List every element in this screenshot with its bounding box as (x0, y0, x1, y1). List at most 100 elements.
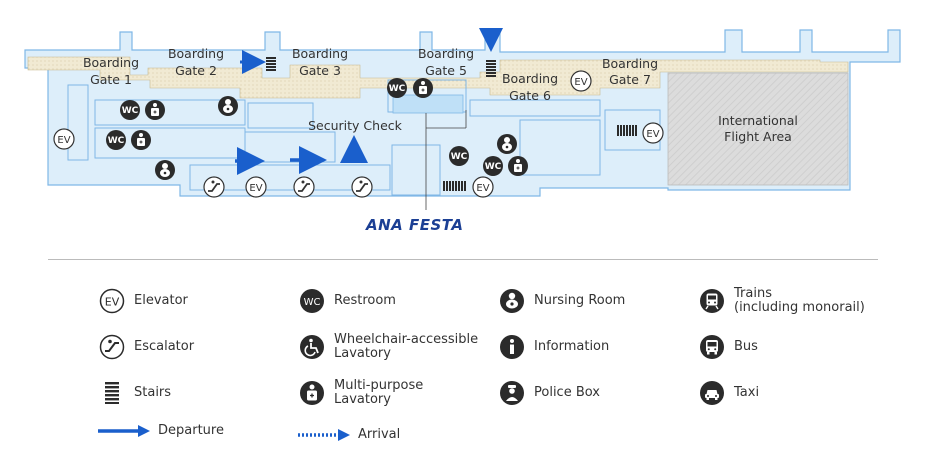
legend-information: Information (498, 333, 609, 361)
nursing-room-icon (497, 134, 517, 154)
stairs-icon (617, 125, 637, 136)
stairs-icons (266, 57, 637, 191)
room-partitions (67, 79, 661, 196)
escalator-icons (203, 176, 373, 198)
departure-arrow (98, 425, 150, 437)
stairs-icon (266, 57, 276, 71)
legend-multipurpose-lavatory-label: Multi-purpose Lavatory (334, 378, 424, 407)
nursing-room-icon (498, 287, 526, 315)
svg-text:EV: EV (476, 183, 489, 194)
nursing-room-icon (218, 96, 238, 116)
international-area-label-2: Flight Area (724, 129, 792, 144)
restroom-icon: WC (120, 100, 140, 120)
legend-taxi: Taxi (698, 379, 759, 407)
escalator-icon (293, 176, 315, 198)
legend-escalator-label: Escalator (134, 339, 195, 354)
gate-7-line1: Boarding (602, 56, 658, 71)
multipurpose-lavatory-icons (131, 78, 528, 176)
legend-nursing-room: Nursing Room (498, 287, 625, 315)
legend-trains-label: Trains (including monorail) (734, 286, 865, 315)
legend-restroom-label: Restroom (334, 293, 396, 308)
stairs-icon (486, 60, 496, 77)
multipurpose-lavatory-icon (508, 156, 528, 176)
restroom-icon: WC (106, 130, 126, 150)
svg-text:EV: EV (57, 135, 70, 146)
ana-festa-logo: ANA FESTA (365, 216, 463, 234)
escalator-icon (351, 176, 373, 198)
legend-police-box: Police Box (498, 379, 600, 407)
information-icon (498, 333, 526, 361)
restroom-icon: WC (387, 78, 407, 98)
legend-trains: Trains (including monorail) (698, 287, 865, 315)
legend-information-label: Information (534, 339, 610, 354)
legend-police-box-label: Police Box (534, 385, 600, 400)
gate-6-line2: Gate 6 (509, 88, 551, 103)
elevator-icon: EV (472, 176, 494, 198)
train-icon (698, 287, 726, 315)
legend-restroom: WC Restroom (298, 287, 396, 315)
legend-wheelchair-lavatory: Wheelchair-accessible Lavatory (298, 333, 478, 361)
gate-labels: Boarding Gate 1 Boarding Gate 2 Boarding… (83, 46, 658, 133)
legend-stairs: Stairs (98, 379, 171, 407)
gate-1-line2: Gate 1 (90, 72, 132, 87)
multipurpose-lavatory-icon (131, 130, 151, 150)
svg-text:WC: WC (122, 106, 139, 116)
ana-festa-shop: ANA FESTA (365, 94, 467, 234)
svg-text:EV: EV (105, 296, 120, 309)
gate-3-line2: Gate 3 (299, 63, 341, 78)
gate-5-line1: Boarding (418, 46, 474, 61)
international-flight-area: International Flight Area (667, 72, 849, 186)
legend-bus-label: Bus (734, 339, 758, 354)
gate-2-line2: Gate 2 (175, 63, 217, 78)
legend-departure-label: Departure (158, 423, 224, 438)
multipurpose-lavatory-icon (413, 78, 433, 98)
legend: EV Elevator Escalator Stairs Departure W… (0, 270, 930, 470)
arrival-arrows (240, 28, 503, 74)
svg-text:WC: WC (389, 84, 406, 94)
svg-text:WC: WC (485, 162, 502, 172)
taxi-icon (698, 379, 726, 407)
concourse (27, 56, 849, 99)
elevator-icon: EV (53, 128, 75, 150)
arrival-arrow (298, 429, 350, 441)
svg-text:WC: WC (304, 297, 321, 308)
elevator-icon: EV (245, 176, 267, 198)
elevator-icon: EV (570, 70, 592, 92)
svg-text:EV: EV (574, 77, 587, 88)
legend-taxi-label: Taxi (734, 385, 760, 400)
stairs-icon (98, 379, 126, 407)
restroom-icon: WC (483, 156, 503, 176)
legend-bus: Bus (698, 333, 758, 361)
international-area-label-1: International (718, 113, 798, 128)
legend-multipurpose-lavatory: Multi-purpose Lavatory (298, 379, 423, 407)
legend-escalator: Escalator (98, 333, 194, 361)
legend-arrival: Arrival (298, 428, 400, 442)
legend-nursing-room-label: Nursing Room (534, 293, 626, 308)
multipurpose-lavatory-icon (145, 100, 165, 120)
wheelchair-icon (298, 333, 326, 361)
legend-arrival-label: Arrival (358, 427, 401, 442)
gate-7-line2: Gate 7 (609, 72, 651, 87)
escalator-icon (98, 333, 126, 361)
elevator-icon: EV (642, 122, 664, 144)
gate-5-line2: Gate 5 (425, 63, 467, 78)
floor-map: International Flight Area ANA FESTA Boar… (24, 28, 901, 234)
restroom-icon: WC (298, 287, 326, 315)
divider (48, 259, 878, 260)
gate-3-line1: Boarding (292, 46, 348, 61)
legend-stairs-label: Stairs (134, 385, 172, 400)
restroom-icons: WC WC WC WC WC (106, 78, 503, 176)
legend-elevator-label: Elevator (134, 293, 188, 308)
gate-1-line1: Boarding (83, 55, 139, 70)
police-box-icon (498, 379, 526, 407)
stairs-icon (443, 181, 466, 191)
svg-text:WC: WC (108, 136, 125, 146)
legend-elevator: EV Elevator (98, 287, 188, 315)
svg-text:EV: EV (646, 129, 659, 140)
restroom-icon: WC (449, 146, 469, 166)
bus-icon (698, 333, 726, 361)
elevator-icon: EV (98, 287, 126, 315)
svg-text:WC: WC (451, 152, 468, 162)
security-check-label: Security Check (308, 118, 403, 133)
departure-arrows (235, 135, 368, 175)
